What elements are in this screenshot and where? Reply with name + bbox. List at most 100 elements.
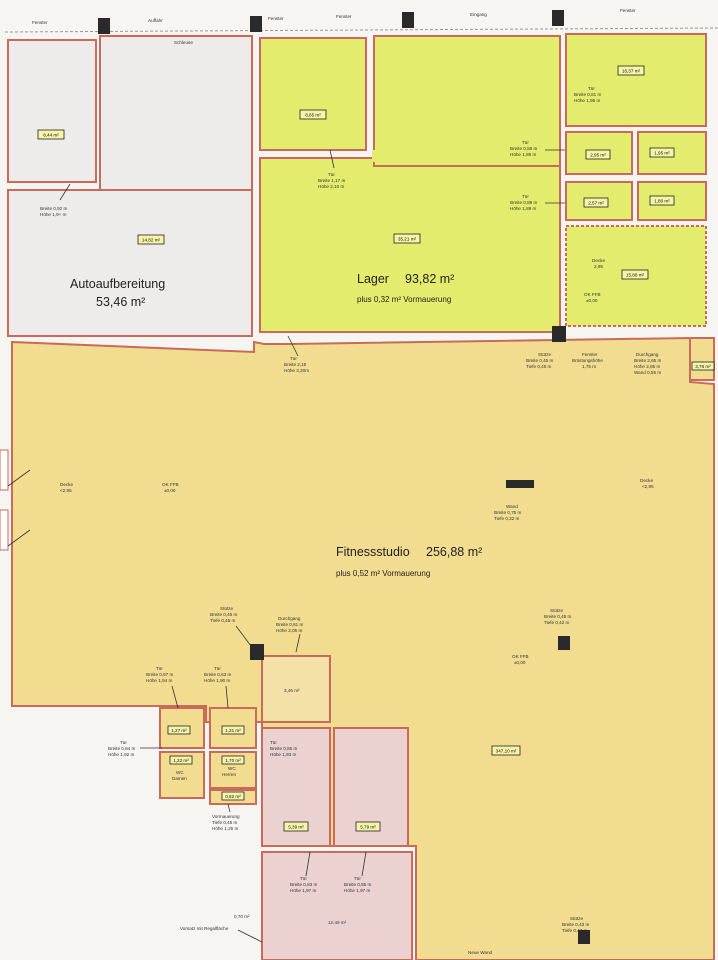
label-tuer-wc2-2: Höhe 1,90 m [204,678,230,683]
label-vormauerung-2: Höhe 1,25 m [212,826,238,831]
leader-tuer-wc1 [171,685,179,709]
label-tuer-wc1-0: Tür [156,666,163,671]
label-stuetze-top-0: Stütze [538,352,551,357]
room-right-edge [687,337,715,381]
top-label-fenster-2: Fenster [268,16,284,21]
label-tuer-r3-1: Breite 0,88 m [510,200,537,205]
room-note-fitnessstudio: plus 0,52 m² Vormauerung [336,569,430,578]
leader-tuer-lager [329,149,335,169]
tag-right-edge: 3,76 m² [691,361,715,371]
label-okffb-center-1: ±0,00 [164,488,176,493]
label-tuer-fit-1: Breite 2,15 [284,362,307,367]
leader-tuer-fit [287,335,299,357]
label-stuetze-bottom-0: Stütze [570,916,583,921]
label-vormauerung-0: Vormauerung [212,814,240,819]
room-note-lager: plus 0,32 m² Vormauerung [357,295,451,304]
tag-r3: 2,57 m² [583,197,609,208]
svg-text:1,31 m²: 1,31 m² [225,728,241,733]
tag-wc2: 1,31 m² [221,725,245,735]
top-labels: Fenster Auffahr Fenster Fenster Eingang … [32,8,636,25]
svg-text:2,57 m²: 2,57 m² [588,201,604,206]
svg-text:14,82 m²: 14,82 m² [142,238,161,243]
top-label-fenster-1: Fenster [32,20,48,25]
svg-text:347,10 m²: 347,10 m² [496,749,517,754]
label-tuer-b1-0: Tür [300,876,307,881]
room-gang [261,655,331,723]
label-tuer-lager-2: Höhe 2,10 m [318,184,344,189]
leader-tuer-auto [59,183,71,201]
label-stuetze-bottom-2: Tiefe 0,43 m [562,928,588,933]
tag-wc1: 1,27 m² [167,725,191,735]
svg-text:3,76 m²: 3,76 m² [695,364,711,369]
svg-text:1,80 m²: 1,80 m² [654,199,670,204]
svg-text:5,39 m²: 5,39 m² [288,825,304,830]
column [578,930,590,944]
label-durchgang-mid-0: Durchgang [278,616,301,621]
label-wc-herren-0: WC [228,766,236,771]
label-stuetze-top-1: Breite 0,45 m [526,358,553,363]
label-tuer-wc3-1: Breite 0,84 m [108,746,135,751]
label-wand-center-2: Tiefe 0,32 m [494,516,520,521]
label-okffb-center-0: OK FFB [162,482,179,487]
label-tuer-b2-0: Tür [354,876,361,881]
label-neue-wand: Neue Wand [468,950,493,955]
label-tuer-b1-2: Höhe 1,97 m [290,888,316,893]
column [98,18,110,34]
label-vormauerung-1: Tiefe 0,45 m [212,820,238,825]
label-tuer-wc1-1: Breite 0,67 m [146,672,173,677]
label-decke-r-1: 2,95 [594,264,603,269]
area-gang: 3,46 m² [284,688,300,693]
top-label-eingang: Eingang [470,12,487,17]
label-decke-left-1: <2,95 [60,488,72,493]
label-tuer-r3-2: Höhe 1,89 m [510,206,536,211]
label-decke-r-0: Decke [592,258,605,263]
svg-text:0,82 m²: 0,82 m² [225,794,241,799]
label-decke-left-0: Decke [60,482,73,487]
outer-wall-top [4,27,718,33]
label-decke-right-1: <2,95 [642,484,654,489]
label-fenster-brh-2: 1,75 m [582,364,596,369]
tag-lager-top: 8,85 m² [299,109,327,120]
label-durchgang-top-3: Wand 0,55 m [634,370,661,375]
label-stuetze-right-0: Stütze [550,608,563,613]
window-left-1-leader [7,469,31,487]
room-lager-top [259,37,367,151]
tag-right-top: 16,37 m² [617,65,645,76]
window-left-2 [0,509,9,551]
leader-tuer-b2 [361,851,367,877]
label-tuer-wc2-1: Breite 0,63 m [204,672,231,677]
room-area-lager: 93,82 m² [405,272,454,286]
label-okffb-right-1: ±0,00 [514,660,526,665]
room-lager-main [259,157,561,333]
label-vorsatz: Vorsatz mit Regalfläche [180,926,229,931]
label-schleuse: Schleuse [174,40,193,45]
label-tuer-lager-1: Breite 1,17 m [318,178,345,183]
svg-text:1,22 m²: 1,22 m² [173,758,189,763]
label-tuer-b2-1: Breite 0,85 m [344,882,371,887]
leader-durchgang-mid [295,633,301,653]
label-tuer-r3-0: Tür [522,194,529,199]
label-fenster-brh-1: Brüstungshöhe [572,358,603,363]
column [552,10,564,26]
label-fenster-brh-0: Fenster [582,352,598,357]
column [250,644,264,660]
leader-tuer-wc2 [225,685,229,709]
area-vorraum: 0,70 m² [234,914,250,919]
column [250,16,262,32]
tag-wc4: 1,70 m² [221,755,245,765]
label-tuer-pink-0: Breite 0,85 m [270,746,297,751]
column [552,326,566,342]
label-tuer-auto-0: Breite 0,92 m [40,206,67,211]
tag-fit-main: 347,10 m² [491,745,521,756]
label-tuer-wc3-0: Tür [120,740,127,745]
svg-text:8,85 m²: 8,85 m² [305,113,321,118]
tag-right-mid: 15,88 m² [621,269,649,280]
label-durchgang-mid-2: Höhe 2,05 m [276,628,302,633]
label-tuer-wc2-0: Tür [214,666,221,671]
room-name-lager: Lager [357,272,389,286]
room-area-fitnessstudio: 256,88 m² [426,545,482,559]
wall-element [506,480,534,488]
label-durchgang-top-2: Höhe 2,85 m [634,364,660,369]
room-bottom [261,851,413,960]
label-tuer-auto-1: Höhe 1,9+ m [40,212,67,217]
